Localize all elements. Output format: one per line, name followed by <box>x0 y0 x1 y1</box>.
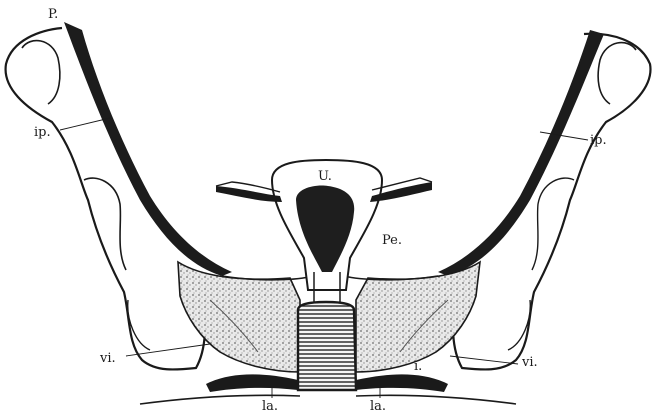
label-vi-right: vi. <box>522 356 538 369</box>
label-la-left: la. <box>262 400 278 413</box>
label-i: i. <box>414 360 422 373</box>
left-levator <box>206 374 298 392</box>
right-peritoneal-band <box>438 30 604 276</box>
label-vi-left: vi. <box>100 352 116 365</box>
label-ip-left: ip. <box>34 126 51 139</box>
vagina <box>298 302 356 390</box>
left-peritoneal-band <box>64 22 232 276</box>
label-la-right: la. <box>370 400 386 413</box>
label-ip-right: ip. <box>590 134 607 147</box>
label-p: P. <box>48 8 58 21</box>
label-u: U. <box>318 170 332 183</box>
label-pe: Pe. <box>382 234 402 247</box>
right-levator <box>356 374 448 392</box>
right-iliac-bone <box>453 34 650 370</box>
left-iliac-bone <box>6 28 205 370</box>
